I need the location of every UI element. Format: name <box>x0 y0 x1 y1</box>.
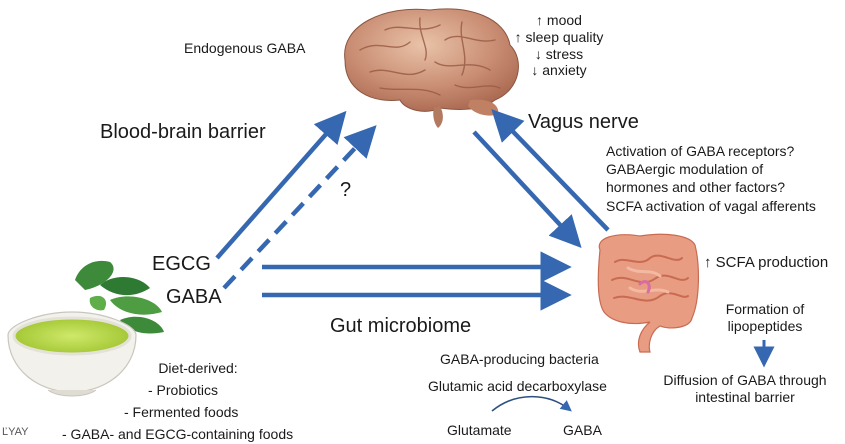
diffusion-line-1: Diffusion of GABA through <box>663 372 827 388</box>
diffusion-label: Diffusion of GABA through intestinal bar… <box>645 372 845 406</box>
bbb-gaba-dashed-arrow <box>222 125 377 290</box>
unknown-route-label: ? <box>340 179 352 201</box>
arrows <box>215 109 775 368</box>
lipopeptides-line-1: Formation of <box>725 301 805 317</box>
effect-stress: ↓ stress <box>534 45 584 62</box>
glutamate-label: Glutamate <box>447 422 512 438</box>
glutamic-acid-decarboxylase-label: Glutamic acid decarboxylase <box>428 378 607 394</box>
blood-brain-barrier-label: Blood-brain barrier <box>100 121 266 143</box>
mechanism-gaba-receptors: Activation of GABA receptors? <box>606 143 795 159</box>
gaba-label: GABA <box>166 286 222 308</box>
vagus-nerve-label: Vagus nerve <box>528 111 639 133</box>
lipopeptides-line-2: lipopeptides <box>727 317 803 334</box>
brain-illustration <box>344 8 519 128</box>
scfa-production-label: ↑ SCFA production <box>704 254 829 271</box>
effect-sleep: ↑ sleep quality <box>514 28 604 45</box>
tea-bowl-illustration <box>7 260 164 397</box>
diffusion-line-2: intestinal barrier <box>695 388 795 405</box>
brain-to-gut-vagus-arrow <box>472 130 582 248</box>
diet-title: Diet-derived: <box>158 360 238 376</box>
intestine-illustration <box>597 233 700 353</box>
gut-to-brain-vagus-arrow <box>491 109 610 232</box>
egcg-label: EGCG <box>152 253 211 275</box>
mechanism-gabaergic-1: GABAergic modulation of <box>606 161 764 178</box>
gut-microbiome-label: Gut microbiome <box>330 315 472 337</box>
brain-effects: ↑ mood ↑ sleep quality ↓ stress ↓ anxiet… <box>494 12 624 79</box>
vagus-mechanisms: Activation of GABA receptors? GABAergic … <box>606 142 816 215</box>
diet-item-probiotics: - Probiotics <box>148 382 219 398</box>
mechanism-scfa: SCFA activation of vagal afferents <box>606 197 816 214</box>
effect-anxiety: ↓ anxiety <box>531 62 587 79</box>
effect-mood: ↑ mood <box>536 12 582 28</box>
lipopeptides-label: Formation of lipopeptides <box>710 301 820 335</box>
mechanism-gabaergic-2: hormones and other factors? <box>606 179 785 196</box>
gaba-producing-bacteria-label: GABA-producing bacteria <box>440 351 599 367</box>
decarboxylase-curve-arrow <box>491 395 572 412</box>
product-gaba-label: GABA <box>563 422 602 438</box>
endogenous-gaba-label: Endogenous GABA <box>184 40 306 56</box>
bbb-egcg-arrow <box>215 110 347 260</box>
diet-item-fermented: - Fermented foods <box>124 404 239 420</box>
diet-item-gaba-egcg: - GABA- and EGCG-containing foods <box>62 426 294 442</box>
watermark-text: ĽYAY <box>2 426 29 438</box>
